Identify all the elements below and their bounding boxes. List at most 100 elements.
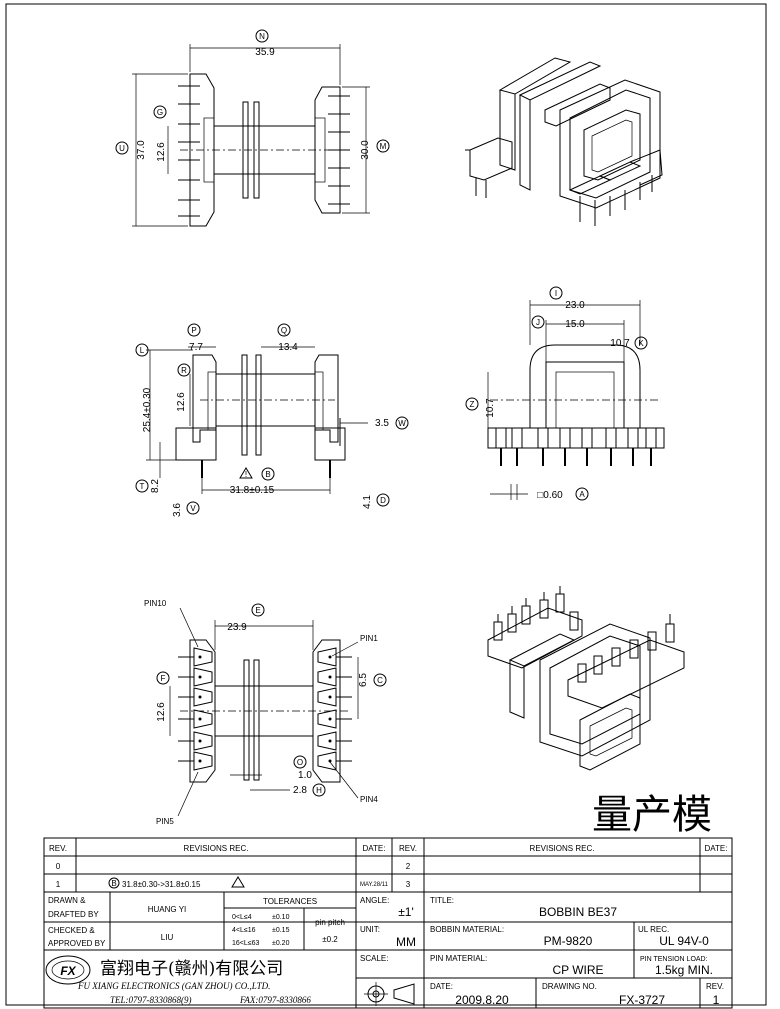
tol-range-2: 16<L≤63: [232, 940, 260, 947]
date-label: DATE:: [430, 982, 453, 991]
dim-pin-len-left: 3.6: [172, 503, 183, 517]
date: 2009.8.20: [455, 993, 509, 1007]
projection-symbol-icon: [364, 982, 415, 1006]
dim-pin-len-right: 4.1: [362, 495, 373, 509]
callout-outer-width: I: [555, 289, 557, 298]
rev-label: REV.: [706, 982, 724, 991]
dim-pitch: 6.5: [358, 673, 369, 687]
warning-icon: [239, 467, 253, 479]
callout-bottom-width: E: [255, 606, 260, 615]
callout-window-width: J: [536, 318, 540, 327]
dim-outer-width: 23.0: [565, 300, 585, 311]
sheet-border: [5, 3, 767, 1006]
angle-label: ANGLE:: [360, 896, 389, 905]
pin-material-label: PIN MATERIAL:: [430, 954, 487, 963]
drawing-no: FX-3727: [619, 993, 665, 1007]
company-tel: TEL:0797-8330868(9): [110, 995, 192, 1005]
drawn-by-label-2: DRAFTED BY: [48, 910, 99, 919]
callout-pin-len-right: D: [380, 496, 386, 505]
header-revisions: REVISIONS REC.: [184, 844, 249, 853]
callout-window-height: K: [638, 339, 644, 348]
header-date: DATE:: [363, 844, 386, 853]
callout-pitch: C: [377, 676, 383, 685]
bobbin-material: PM-9820: [544, 934, 593, 948]
dim-pin-offset: 3.5: [375, 418, 389, 429]
callout-overall-width: N: [259, 32, 265, 41]
callout-bottom-core: F: [161, 674, 166, 683]
pin4-label: PIN4: [360, 795, 378, 804]
pin1-label: PIN1: [360, 634, 378, 643]
mass-production-mark: 量产模: [592, 792, 712, 838]
header-date-right: DATE:: [705, 844, 728, 853]
scale-label: SCALE:: [360, 954, 388, 963]
company-fax: FAX:0797-8330866: [239, 995, 311, 1005]
drawn-by: HUANG YI: [148, 905, 187, 914]
dim-overall-width: 35.9: [255, 47, 275, 58]
callout-base-height: T: [140, 482, 145, 491]
dim-offset: 2.8: [293, 785, 307, 796]
header-rev: REV.: [49, 844, 67, 853]
dim-pin-span: 31.8±0.15: [230, 485, 275, 496]
dim-window-height: 10.7: [610, 338, 630, 349]
callout-pin-span: B: [265, 470, 270, 479]
ul-rec-label: UL REC.: [638, 925, 669, 934]
dim-base-height: 8.2: [150, 479, 161, 493]
drawing-no-label: DRAWING NO.: [542, 982, 597, 991]
rev-row-1-date: MAY.28/11: [360, 882, 389, 888]
dim-pin-size: □0.60: [537, 490, 563, 501]
pin-tension: 1.5kg MIN.: [655, 963, 713, 977]
dim-core: 12.6: [176, 392, 187, 412]
company-cn: 富翔电子(赣州)有限公司: [100, 959, 283, 979]
bottom-view: 23.9 E 12.6 F 6.5 C 1.0 O 2.8 H PIN10 PI…: [144, 599, 387, 826]
pin-material: CP WIRE: [552, 963, 603, 977]
company-en: FU XIANG ELECTRONICS (GAN ZHOU) CO.,LTD.: [77, 981, 270, 991]
callout-core-height: Z: [470, 400, 475, 409]
dim-bottom-width: 23.9: [227, 622, 247, 633]
svg-text:!: !: [245, 470, 247, 479]
company-logo: FX: [45, 955, 91, 985]
rev-row-1-rev: 1: [56, 880, 61, 889]
header-rev-right: REV.: [399, 844, 417, 853]
callout-winding-width: Q: [281, 326, 287, 335]
angle: ±1': [398, 905, 414, 919]
dim-winding-width: 13.4: [278, 342, 298, 353]
callout-height-inner: G: [157, 108, 163, 117]
rev-row-0-rev: 0: [56, 862, 61, 871]
dim-core-height: 10.7: [485, 398, 496, 418]
ul-rec: UL 94V-0: [659, 934, 709, 948]
callout-pin-len-left: V: [190, 504, 196, 513]
pin-pitch-label: pin pitch: [315, 918, 345, 927]
tolerances-title: TOLERANCES: [263, 897, 317, 906]
callout-height-outer: U: [119, 144, 125, 153]
pin-tension-label: PIN TENSION LOAD:: [640, 956, 708, 963]
dim-height: 25.4±0.30: [142, 387, 153, 432]
dim-slot: 1.0: [298, 770, 312, 781]
bobbin-material-label: BOBBIN MATERIAL:: [430, 925, 504, 934]
callout-pin-size: A: [579, 490, 585, 499]
isometric-view-top: [465, 57, 663, 226]
tol-value-1: ±0.15: [272, 927, 290, 934]
checked-by-label-1: CHECKED &: [48, 926, 95, 935]
rev-row-1-callout: B: [111, 879, 116, 888]
tol-range-0: 0<L≤4: [232, 914, 252, 921]
unit: MM: [396, 935, 416, 949]
rev-row-1-desc: 31.8±0.30->31.8±0.15: [122, 880, 201, 889]
tol-value-2: ±0.20: [272, 940, 290, 947]
unit-label: UNIT:: [360, 925, 380, 934]
dim-height-inner: 12.6: [156, 142, 167, 162]
pin-pitch: ±0.2: [322, 935, 338, 944]
dim-flange-gap: 7.7: [189, 342, 203, 353]
pin10-label: PIN10: [144, 599, 167, 608]
rev-right-2: 2: [406, 862, 411, 871]
callout-pin-offset: W: [398, 419, 406, 428]
callout-offset: H: [316, 786, 322, 795]
tol-range-1: 4<L≤16: [232, 927, 256, 934]
pin5-label: PIN5: [156, 817, 174, 826]
dim-bottom-core: 12.6: [156, 702, 167, 722]
title-label: TITLE:: [430, 896, 454, 905]
side-view: 7.7 P 13.4 Q 25.4±0.30 L 12.6 R 3.5 W 8.…: [135, 323, 409, 517]
rev: 1: [713, 993, 720, 1007]
callout-flange-gap: P: [191, 326, 196, 335]
title: BOBBIN BE37: [539, 905, 617, 919]
